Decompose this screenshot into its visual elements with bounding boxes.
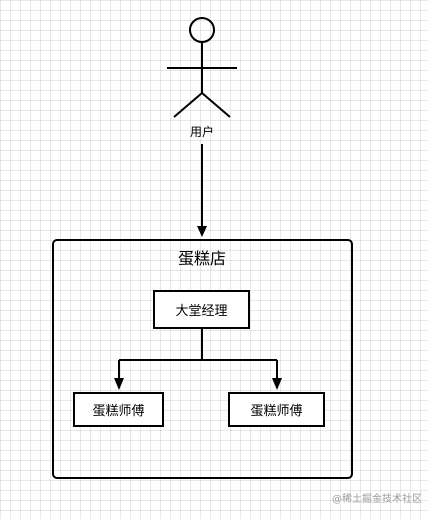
actor-left-leg [173, 92, 203, 118]
user-to-store-arrow [197, 144, 207, 237]
lobby-manager-node: 大堂经理 [153, 290, 250, 329]
arrow-to-left-baker [114, 378, 124, 390]
cake-baker-label-left: 蛋糕师傅 [92, 404, 145, 419]
actor-right-leg [201, 92, 231, 118]
cake-store-title: 蛋糕店 [177, 249, 226, 268]
cake-baker-node-right: 蛋糕师傅 [228, 392, 325, 427]
cake-baker-label-right: 蛋糕师傅 [250, 404, 303, 419]
lobby-manager-label: 大堂经理 [175, 304, 228, 319]
cake-baker-node-left: 蛋糕师傅 [73, 392, 164, 427]
manager-to-bakers-connector [118, 329, 278, 381]
actor-head [189, 17, 215, 43]
cake-store-container [52, 239, 353, 479]
watermark: @稀土掘金技术社区 [332, 494, 422, 505]
arrow-to-right-baker [272, 378, 282, 390]
stick-figure-actor-icon [167, 17, 237, 118]
actor-label: 用户 [189, 125, 214, 139]
